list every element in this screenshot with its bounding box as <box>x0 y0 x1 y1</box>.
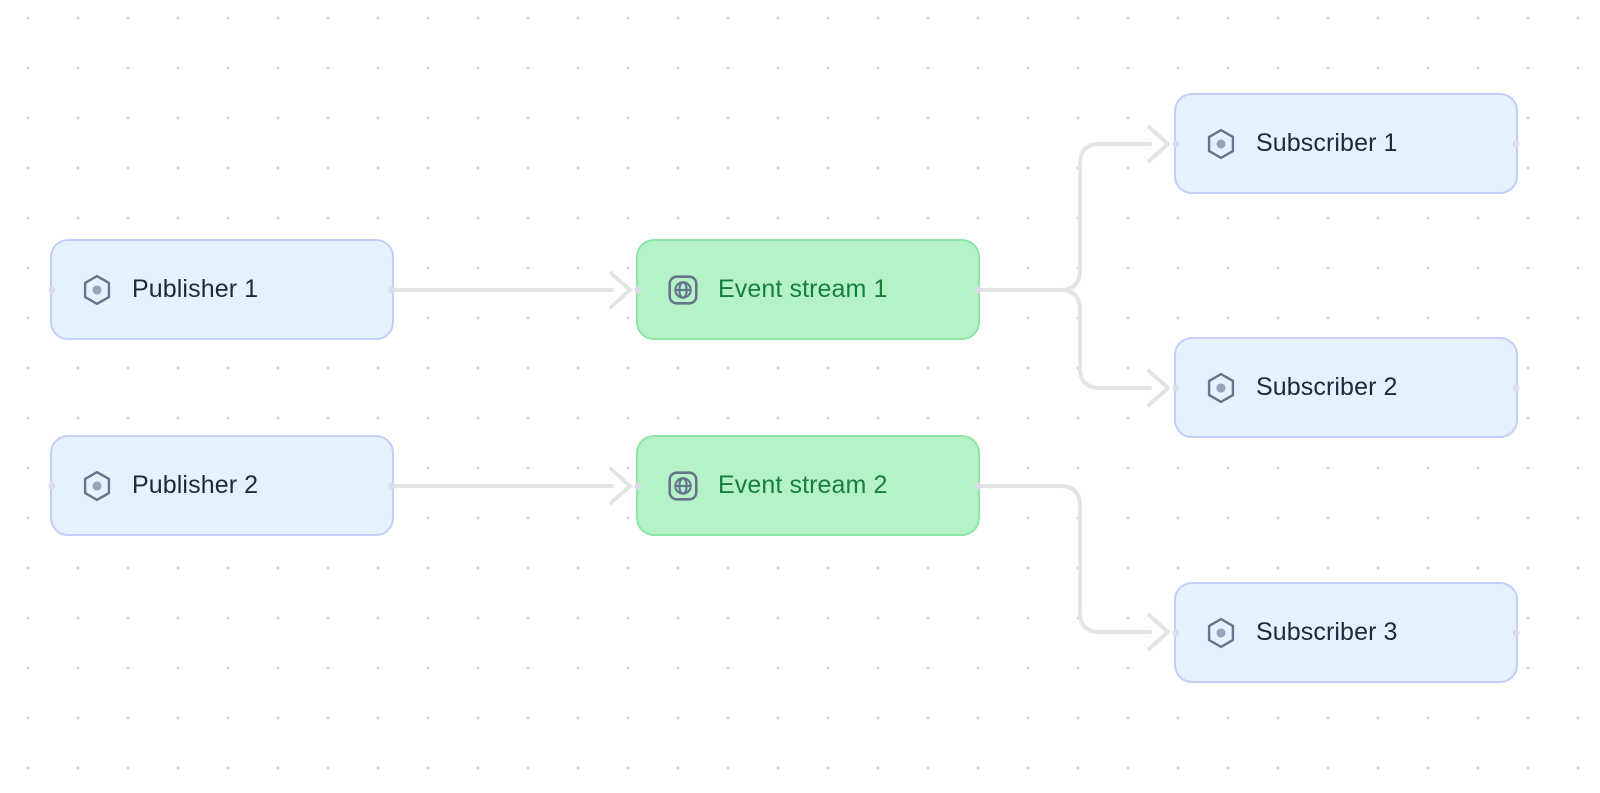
node-label: Event stream 2 <box>718 471 888 499</box>
handle-target[interactable] <box>1172 140 1180 147</box>
edge-publisher2-to-eventstream2 <box>394 467 632 505</box>
node-label: Publisher 1 <box>132 275 259 303</box>
edge-eventstream1-to-subscriber1 <box>980 125 1170 292</box>
node-subscriber-3[interactable]: Subscriber 3 <box>1172 582 1520 683</box>
edge-eventstream2-to-subscriber3 <box>980 484 1170 651</box>
handle-source[interactable] <box>388 286 396 293</box>
hexagon-dot-icon <box>1207 372 1235 403</box>
edge-publisher1-to-eventstream1 <box>394 271 632 309</box>
node-label: Subscriber 1 <box>1256 129 1398 157</box>
globe-square-icon <box>668 470 698 501</box>
handle-target[interactable] <box>1172 384 1180 391</box>
handle-target[interactable] <box>634 482 642 489</box>
edge-eventstream1-to-subscriber2 <box>980 288 1170 407</box>
hexagon-dot-icon <box>83 470 111 501</box>
handle-source[interactable] <box>974 482 982 489</box>
handle-source[interactable] <box>1512 384 1520 391</box>
node-label: Subscriber 2 <box>1256 373 1398 401</box>
node-event-stream-2[interactable]: Event stream 2 <box>634 435 982 536</box>
globe-square-icon <box>668 274 698 305</box>
node-label: Subscriber 3 <box>1256 618 1398 646</box>
handle-target[interactable] <box>48 286 56 293</box>
node-publisher-2[interactable]: Publisher 2 <box>48 435 396 536</box>
node-publisher-1[interactable]: Publisher 1 <box>48 239 396 340</box>
handle-source[interactable] <box>388 482 396 489</box>
hexagon-dot-icon <box>1207 128 1235 159</box>
hexagon-dot-icon <box>1207 617 1235 648</box>
hexagon-dot-icon <box>83 274 111 305</box>
handle-target[interactable] <box>1172 629 1180 636</box>
node-subscriber-1[interactable]: Subscriber 1 <box>1172 93 1520 194</box>
handle-source[interactable] <box>1512 629 1520 636</box>
handle-target[interactable] <box>634 286 642 293</box>
node-event-stream-1[interactable]: Event stream 1 <box>634 239 982 340</box>
handle-source[interactable] <box>1512 140 1520 147</box>
node-label: Publisher 2 <box>132 471 259 499</box>
handle-target[interactable] <box>48 482 56 489</box>
node-label: Event stream 1 <box>718 275 888 303</box>
handle-source[interactable] <box>974 286 982 293</box>
node-subscriber-2[interactable]: Subscriber 2 <box>1172 337 1520 438</box>
